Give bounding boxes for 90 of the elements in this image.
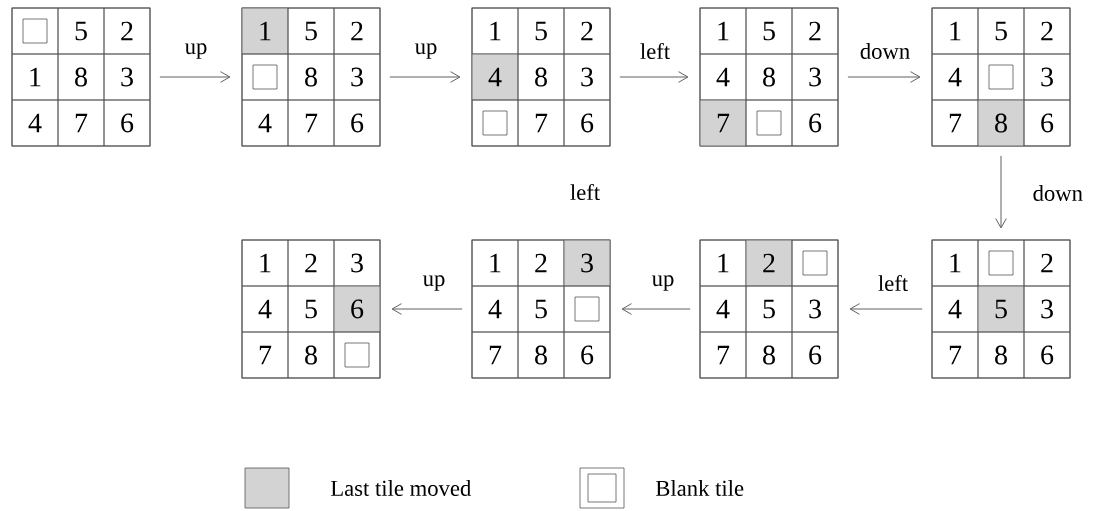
number-tile: 2 bbox=[563, 7, 611, 55]
number-tile: 8 bbox=[517, 53, 565, 101]
number-tile: 5 bbox=[745, 7, 793, 55]
number-tile: 8 bbox=[977, 99, 1025, 147]
move-label: left bbox=[570, 183, 600, 201]
blank-tile bbox=[333, 331, 381, 379]
number-tile: 3 bbox=[333, 53, 381, 101]
number-tile: 8 bbox=[977, 331, 1025, 379]
edge-label: up bbox=[421, 273, 447, 293]
number-tile: 1 bbox=[931, 7, 979, 55]
number-tile: 5 bbox=[977, 285, 1025, 333]
number-tile: 6 bbox=[791, 331, 839, 379]
edge-label: up bbox=[413, 41, 439, 61]
number-tile: 5 bbox=[517, 7, 565, 55]
number-tile: 6 bbox=[791, 99, 839, 147]
number-tile: 6 bbox=[1023, 99, 1071, 147]
blank-tile bbox=[563, 285, 611, 333]
blank-tile bbox=[11, 7, 59, 55]
number-tile: 3 bbox=[563, 53, 611, 101]
blank-tile bbox=[241, 53, 289, 101]
number-tile: 6 bbox=[333, 99, 381, 147]
edge-label: left bbox=[876, 273, 910, 293]
blank-tile bbox=[471, 99, 519, 147]
legend-text: Last tile moved bbox=[330, 480, 472, 496]
number-tile: 8 bbox=[57, 53, 105, 101]
number-tile: 3 bbox=[1023, 285, 1071, 333]
edge-label: up bbox=[650, 273, 676, 293]
number-tile: 8 bbox=[745, 331, 793, 379]
number-tile: 4 bbox=[241, 285, 289, 333]
number-tile: 2 bbox=[1023, 7, 1071, 55]
number-tile: 8 bbox=[745, 53, 793, 101]
number-tile: 3 bbox=[103, 53, 151, 101]
arrow bbox=[619, 71, 689, 83]
number-tile: 4 bbox=[11, 99, 59, 147]
arrow bbox=[847, 71, 921, 83]
number-tile: 5 bbox=[745, 285, 793, 333]
arrow bbox=[849, 303, 923, 315]
number-tile: 2 bbox=[333, 7, 381, 55]
number-tile: 6 bbox=[563, 331, 611, 379]
number-tile: 2 bbox=[745, 239, 793, 287]
edge-label: down bbox=[1031, 183, 1085, 203]
legend-text: Blank tile bbox=[655, 480, 744, 496]
arrow bbox=[159, 71, 231, 83]
number-tile: 6 bbox=[1023, 331, 1071, 379]
edge-label: down bbox=[858, 41, 912, 61]
number-tile: 1 bbox=[699, 7, 747, 55]
number-tile: 7 bbox=[517, 99, 565, 147]
number-tile: 3 bbox=[791, 285, 839, 333]
number-tile: 6 bbox=[333, 285, 381, 333]
number-tile: 8 bbox=[287, 53, 335, 101]
number-tile: 8 bbox=[517, 331, 565, 379]
number-tile: 7 bbox=[57, 99, 105, 147]
number-tile: 1 bbox=[241, 7, 289, 55]
number-tile: 6 bbox=[563, 99, 611, 147]
blank-tile bbox=[791, 239, 839, 287]
number-tile: 4 bbox=[699, 285, 747, 333]
blank-tile bbox=[745, 99, 793, 147]
number-tile: 7 bbox=[931, 331, 979, 379]
number-tile: 3 bbox=[1023, 53, 1071, 101]
edge-label: up bbox=[183, 41, 209, 61]
number-tile: 6 bbox=[103, 99, 151, 147]
number-tile: 1 bbox=[11, 53, 59, 101]
arrow bbox=[389, 71, 461, 83]
number-tile: 2 bbox=[1023, 239, 1071, 287]
arrow bbox=[995, 155, 1007, 229]
number-tile: 2 bbox=[103, 7, 151, 55]
number-tile: 5 bbox=[977, 7, 1025, 55]
arrow bbox=[621, 303, 691, 315]
number-tile: 7 bbox=[471, 331, 519, 379]
number-tile: 7 bbox=[699, 99, 747, 147]
edge-label: left bbox=[638, 41, 672, 61]
number-tile: 4 bbox=[471, 285, 519, 333]
number-tile: 1 bbox=[931, 239, 979, 287]
number-tile: 2 bbox=[287, 239, 335, 287]
number-tile: 3 bbox=[791, 53, 839, 101]
number-tile: 7 bbox=[287, 99, 335, 147]
number-tile: 5 bbox=[517, 285, 565, 333]
number-tile: 7 bbox=[699, 331, 747, 379]
number-tile: 7 bbox=[241, 331, 289, 379]
arrow bbox=[391, 303, 463, 315]
number-tile: 3 bbox=[563, 239, 611, 287]
number-tile: 8 bbox=[287, 331, 335, 379]
number-tile: 5 bbox=[287, 7, 335, 55]
number-tile: 4 bbox=[931, 53, 979, 101]
number-tile: 5 bbox=[57, 7, 105, 55]
number-tile: 1 bbox=[241, 239, 289, 287]
number-tile: 4 bbox=[241, 99, 289, 147]
number-tile: 4 bbox=[471, 53, 519, 101]
number-tile: 1 bbox=[471, 239, 519, 287]
number-tile: 2 bbox=[791, 7, 839, 55]
